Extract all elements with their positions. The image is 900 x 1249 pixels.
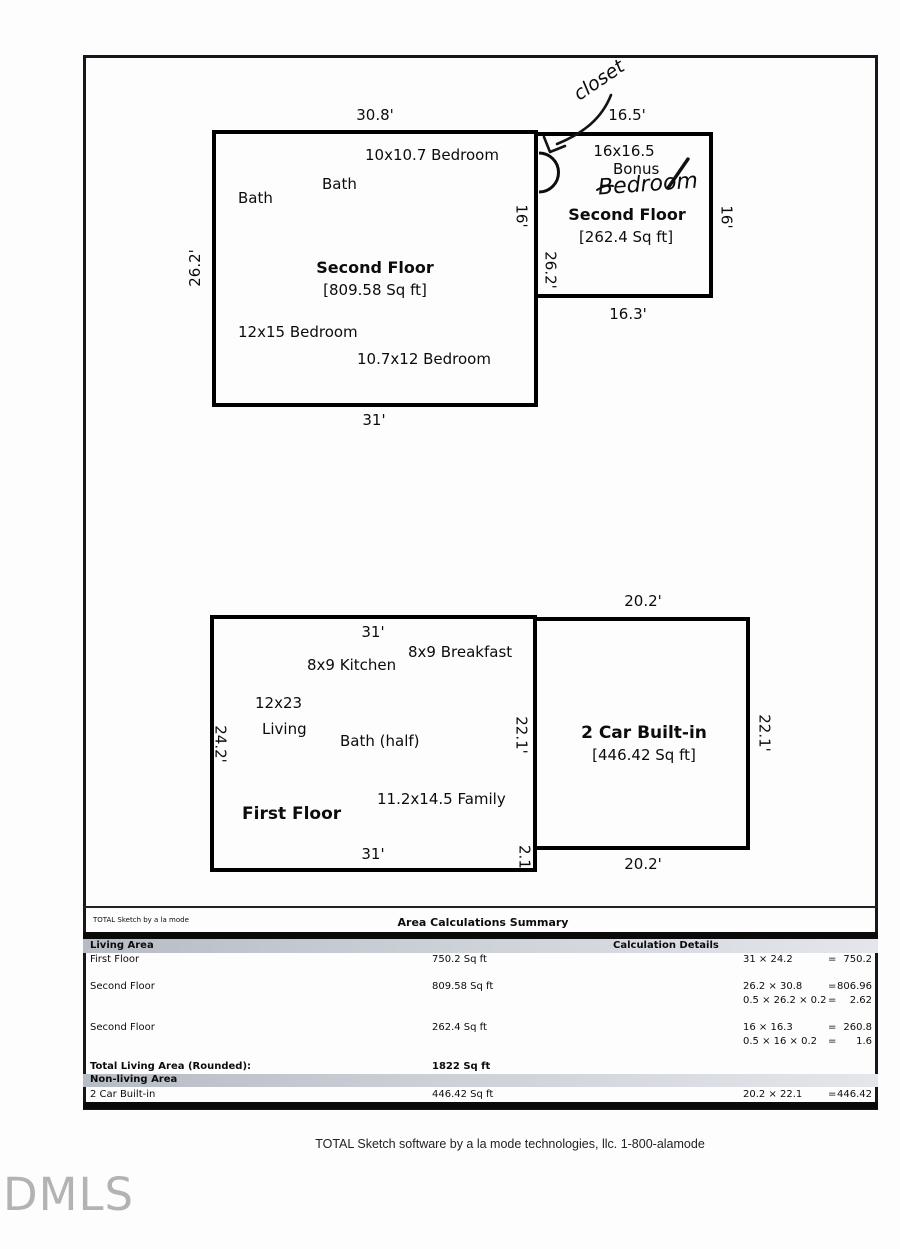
dim-top-garage: 20.2'	[624, 592, 662, 610]
room-label-bath-half: Bath (half)	[340, 732, 420, 750]
room-label-family: 11.2x14.5 Family	[377, 790, 506, 808]
dim-bottom-main-second-floor: 31'	[362, 411, 386, 429]
room-label-living: Living	[262, 720, 307, 738]
row-calc-result: 260.8	[843, 1022, 872, 1033]
dim-top-bonus: 16.5'	[608, 106, 646, 124]
dmls-logo: DMLS	[3, 1168, 135, 1221]
calculation-details-header: Calculation Details	[613, 940, 719, 951]
second-floor-bonus-outline	[534, 132, 713, 298]
second-floor-bonus-area: [262.4 Sq ft]	[578, 228, 674, 246]
equals-sign: =	[828, 1089, 837, 1100]
equals-sign: =	[828, 1036, 837, 1047]
table-header-row: TOTAL Sketch by a la mode Area Calculati…	[83, 916, 878, 929]
room-label-living-size: 12x23	[255, 694, 303, 712]
row-area: 446.42 Sq ft	[432, 1089, 494, 1100]
second-floor-main-title: Second Floor	[316, 258, 434, 277]
room-label-bedroom-12x15: 12x15 Bedroom	[238, 323, 358, 341]
second-floor-main-area: [809.58 Sq ft]	[323, 281, 427, 299]
dim-top-main-second-floor: 30.8'	[356, 106, 394, 124]
living-area-header: Living Area	[90, 940, 154, 951]
garage-outline	[533, 617, 750, 850]
nonliving-area-header-row: Non-living Area	[83, 1074, 878, 1087]
table-row: 0.5 × 26.2 × 0.2 = 2.62	[83, 995, 878, 1008]
table-brand-label: TOTAL Sketch by a la mode	[93, 916, 189, 924]
room-label-bath-2: Bath	[238, 189, 273, 207]
table-row: First Floor 750.2 Sq ft 31 × 24.2 = 750.…	[83, 954, 878, 967]
bonus-label: Bonus	[613, 160, 660, 178]
row-calc-expr: 20.2 × 22.1	[743, 1089, 803, 1100]
room-label-kitchen: 8x9 Kitchen	[307, 656, 397, 674]
table-row: Second Floor 809.58 Sq ft 26.2 × 30.8 = …	[83, 981, 878, 994]
table-title: Area Calculations Summary	[397, 916, 569, 929]
row-calc-expr: 0.5 × 16 × 0.2	[743, 1036, 818, 1047]
garage-area: [446.42 Sq ft]	[592, 746, 696, 764]
footer-text: TOTAL Sketch software by a la mode techn…	[315, 1137, 705, 1151]
row-area: 750.2 Sq ft	[432, 954, 487, 965]
row-calc-result: 806.96	[837, 981, 872, 992]
row-calc-result: 750.2	[843, 954, 872, 965]
row-name: First Floor	[90, 954, 140, 965]
total-living-area-row: Total Living Area (Rounded): 1822 Sq ft	[83, 1061, 878, 1074]
total-living-area-label: Total Living Area (Rounded):	[90, 1061, 252, 1072]
dim-left-first-floor: 24.2'	[211, 725, 230, 763]
total-living-area-value: 1822 Sq ft	[432, 1061, 491, 1072]
equals-sign: =	[828, 981, 837, 992]
row-calc-expr: 16 × 16.3	[743, 1022, 793, 1033]
dim-bottom-first-floor: 31'	[361, 845, 385, 863]
room-label-bath-1: Bath	[322, 175, 357, 193]
equals-sign: =	[828, 995, 837, 1006]
room-label-bedroom-10x107: 10x10.7 Bedroom	[365, 146, 499, 164]
row-calc-result: 2.62	[849, 995, 872, 1006]
row-calc-expr: 26.2 × 30.8	[743, 981, 803, 992]
dim-left-inner-bonus: 26.2'	[541, 251, 560, 289]
nonliving-area-header: Non-living Area	[90, 1074, 178, 1085]
dim-bottom-bonus: 16.3'	[609, 305, 647, 323]
dim-right-bonus: 16'	[717, 205, 736, 229]
table-row: Second Floor 262.4 Sq ft 16 × 16.3 = 260…	[83, 1022, 878, 1035]
area-calculations-table: TOTAL Sketch by a la mode Area Calculati…	[83, 906, 878, 1112]
row-calc-result: 1.6	[856, 1036, 872, 1047]
room-label-bedroom-107x12: 10.7x12 Bedroom	[357, 350, 491, 368]
table-top-bar	[83, 932, 878, 939]
bonus-size-label: 16x16.5	[593, 142, 655, 160]
dim-right-inner-first-floor: 22.1'	[512, 716, 531, 754]
row-calc-expr: 0.5 × 26.2 × 0.2	[743, 995, 827, 1006]
table-row: 0.5 × 16 × 0.2 = 1.6	[83, 1036, 878, 1049]
second-floor-bonus-title: Second Floor	[568, 205, 686, 224]
row-calc-expr: 31 × 24.2	[743, 954, 793, 965]
equals-sign: =	[828, 1022, 837, 1033]
row-name: Second Floor	[90, 981, 155, 992]
room-label-breakfast: 8x9 Breakfast	[408, 643, 513, 661]
table-bottom-bar	[83, 1102, 878, 1109]
dim-offset-first-floor: 2.1'	[515, 845, 534, 873]
living-area-header-row: Living Area Calculation Details	[83, 939, 878, 953]
table-row: 2 Car Built-in 446.42 Sq ft 20.2 × 22.1 …	[83, 1089, 878, 1102]
row-name: 2 Car Built-in	[90, 1089, 156, 1100]
dim-top-inner-first-floor: 31'	[361, 623, 385, 641]
first-floor-title: First Floor	[242, 804, 342, 824]
row-area: 809.58 Sq ft	[432, 981, 494, 992]
dim-right-inner-main-second-floor: 16'	[512, 204, 531, 228]
row-name: Second Floor	[90, 1022, 155, 1033]
equals-sign: =	[828, 954, 837, 965]
row-area: 262.4 Sq ft	[432, 1022, 487, 1033]
garage-title: 2 Car Built-in	[581, 723, 707, 743]
row-calc-result: 446.42	[837, 1089, 872, 1100]
dim-bottom-garage: 20.2'	[624, 855, 662, 873]
dim-left-main-second-floor: 26.2'	[185, 249, 204, 287]
dim-right-garage: 22.1'	[755, 714, 774, 752]
